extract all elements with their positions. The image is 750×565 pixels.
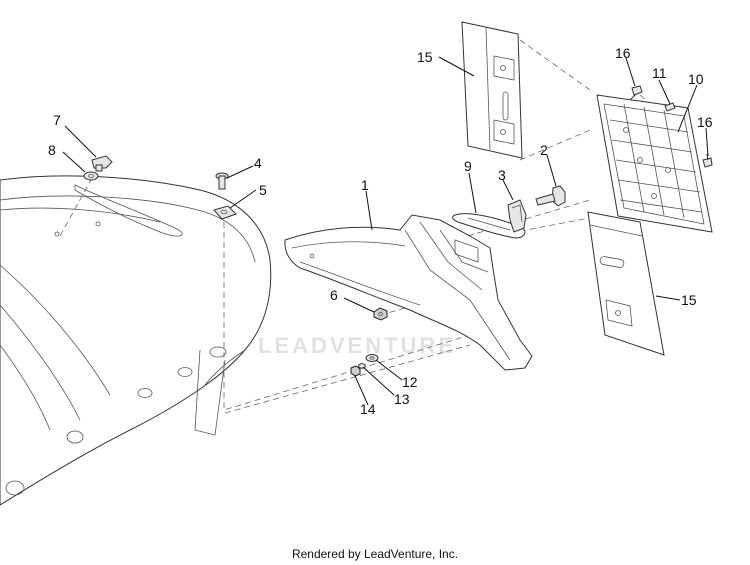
label-13: 13 [394, 391, 410, 407]
label-9: 9 [464, 158, 472, 174]
watermark: LEADVENTURE [258, 333, 457, 358]
part-9-rubber-pad [452, 213, 526, 239]
label-15-upper: 15 [417, 49, 433, 65]
label-15-lower: 15 [681, 292, 697, 308]
part-6-nut [373, 307, 388, 321]
label-12: 12 [402, 374, 418, 390]
part-3-clip [507, 199, 527, 233]
part-15-plate-upper [461, 21, 523, 159]
label-10: 10 [688, 71, 704, 87]
part-16-screw-lower [702, 153, 713, 168]
label-8: 8 [48, 142, 56, 158]
part-1-license-bracket [284, 214, 533, 371]
leader-lines [62, 56, 709, 406]
label-3: 3 [498, 167, 506, 183]
label-4: 4 [254, 155, 262, 171]
rear-body-shell [0, 175, 272, 506]
part-7-screw [91, 155, 113, 172]
label-5: 5 [259, 182, 267, 198]
part-15-plate-lower [587, 211, 665, 356]
part-11-pin [664, 102, 676, 112]
label-6: 6 [330, 287, 338, 303]
part-13-lock-washer [358, 363, 366, 369]
part-12-washer [365, 354, 379, 362]
part-8-washer [83, 171, 99, 181]
part-10-plate-holder [596, 94, 713, 233]
label-16-lower: 16 [697, 114, 713, 130]
callout-labels: 7 8 4 5 1 6 9 3 2 15 16 11 10 16 15 12 1… [48, 45, 713, 417]
footer-credit: Rendered by LeadVenture, Inc. [291, 547, 459, 561]
label-2: 2 [540, 142, 548, 158]
assembly-guide-lines [59, 39, 661, 414]
part-16-screw-upper [629, 85, 643, 101]
part-2-screw [535, 185, 566, 207]
label-7: 7 [53, 112, 61, 128]
part-14-nut [350, 365, 361, 377]
label-14: 14 [360, 401, 376, 417]
label-1: 1 [361, 177, 369, 193]
part-4-screw [215, 172, 229, 190]
part-5-clip-nut [213, 205, 237, 220]
label-16-upper: 16 [615, 45, 631, 61]
label-11: 11 [652, 65, 667, 81]
